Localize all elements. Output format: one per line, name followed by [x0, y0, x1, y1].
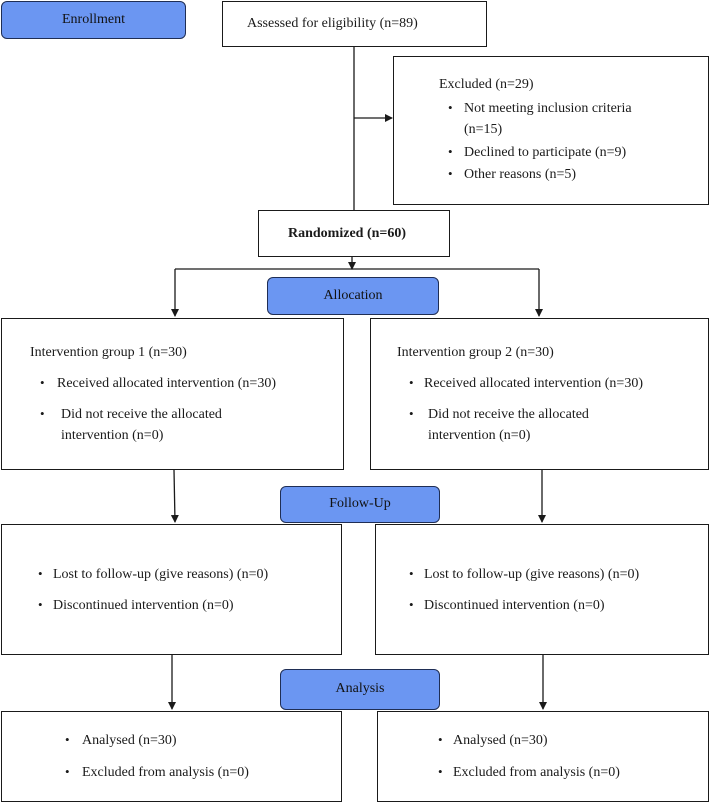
- connector-group1-followup: [170, 469, 179, 523]
- group1-follow-up-box: • Lost to follow-up (give reasons) (n=0)…: [1, 524, 342, 655]
- group1-not-received-line2: intervention (n=0): [61, 428, 164, 443]
- bullet: •: [448, 166, 453, 181]
- stage-follow-up: Follow-Up: [280, 486, 440, 523]
- bullet: •: [438, 764, 443, 779]
- bullet: •: [409, 375, 414, 390]
- group2-analysed: Analysed (n=30): [453, 733, 548, 748]
- bullet: •: [65, 732, 70, 747]
- group2-excluded-analysis: Excluded from analysis (n=0): [453, 765, 620, 780]
- group1-allocation-box: Intervention group 1 (n=30) • Received a…: [1, 318, 344, 470]
- bullet: •: [40, 406, 45, 421]
- group2-follow-up-box: • Lost to follow-up (give reasons) (n=0)…: [375, 524, 709, 655]
- group2-not-received-line2: intervention (n=0): [428, 428, 531, 443]
- stage-analysis-label: Analysis: [335, 681, 385, 696]
- stage-analysis: Analysis: [280, 669, 440, 710]
- bullet: •: [438, 732, 443, 747]
- assessed-box: Assessed for eligibility (n=89): [222, 1, 487, 47]
- excluded-item: (n=15): [464, 122, 503, 137]
- group2-discontinued: Discontinued intervention (n=0): [424, 598, 605, 613]
- group2-allocation-box: Intervention group 2 (n=30) • Received a…: [370, 318, 709, 470]
- group1-not-received-line1: Did not receive the allocated: [61, 407, 222, 422]
- bullet: •: [409, 597, 414, 612]
- stage-allocation: Allocation: [267, 277, 439, 315]
- stage-enrollment: Enrollment: [1, 1, 186, 39]
- group1-title: Intervention group 1 (n=30): [30, 345, 187, 360]
- assessed-label: Assessed for eligibility (n=89): [247, 16, 418, 31]
- stage-follow-up-label: Follow-Up: [329, 496, 391, 511]
- bullet: •: [409, 566, 414, 581]
- randomized-box: Randomized (n=60): [258, 210, 450, 257]
- bullet: •: [448, 100, 453, 115]
- group2-title: Intervention group 2 (n=30): [397, 345, 554, 360]
- excluded-item: Not meeting inclusion criteria: [464, 101, 632, 116]
- excluded-item: Declined to participate (n=9): [464, 145, 627, 160]
- bullet: •: [40, 375, 45, 390]
- group1-analysed: Analysed (n=30): [82, 733, 177, 748]
- bullet: •: [38, 597, 43, 612]
- bullet: •: [409, 406, 414, 421]
- group2-lost: Lost to follow-up (give reasons) (n=0): [424, 567, 640, 582]
- excluded-item: Other reasons (n=5): [464, 167, 577, 182]
- bullet: •: [38, 566, 43, 581]
- group1-received: Received allocated intervention (n=30): [57, 376, 276, 391]
- group2-received: Received allocated intervention (n=30): [424, 376, 643, 391]
- group1-analysis-box: • Analysed (n=30) • Excluded from analys…: [1, 711, 342, 802]
- excluded-title: Excluded (n=29): [439, 77, 534, 92]
- group1-lost: Lost to follow-up (give reasons) (n=0): [53, 567, 269, 582]
- group2-not-received-line1: Did not receive the allocated: [428, 407, 589, 422]
- stage-allocation-label: Allocation: [323, 288, 383, 303]
- group2-analysis-box: • Analysed (n=30) • Excluded from analys…: [377, 711, 709, 802]
- randomized-label: Randomized (n=60): [288, 226, 407, 241]
- excluded-box: Excluded (n=29) • Not meeting inclusion …: [393, 56, 709, 205]
- group1-excluded-analysis: Excluded from analysis (n=0): [82, 765, 249, 780]
- group1-discontinued: Discontinued intervention (n=0): [53, 598, 234, 613]
- stage-enrollment-label: Enrollment: [62, 12, 125, 27]
- bullet: •: [65, 764, 70, 779]
- bullet: •: [448, 144, 453, 159]
